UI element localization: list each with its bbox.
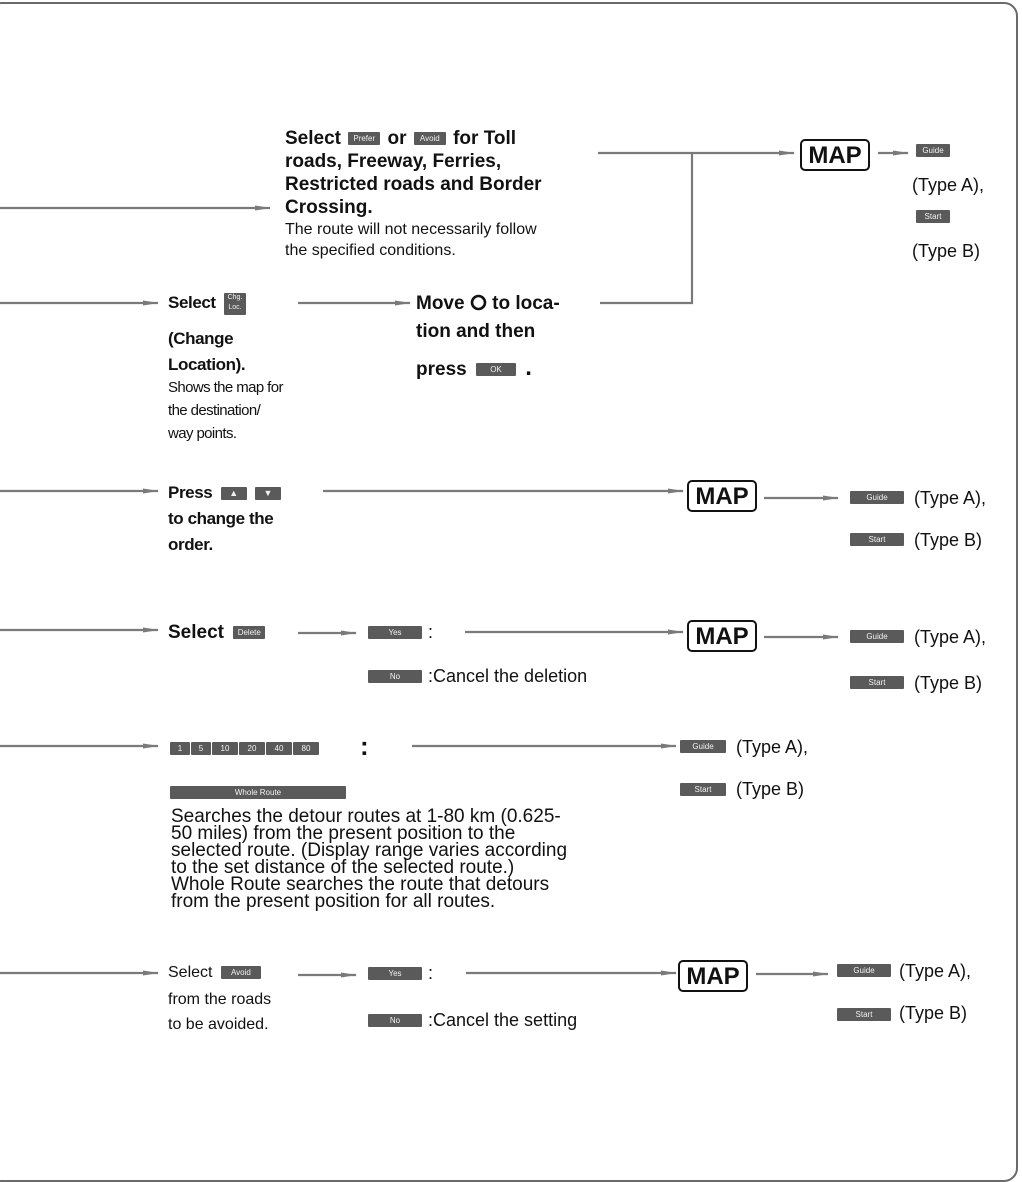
row1-select-text: Select [285, 128, 341, 149]
yes-button-6[interactable]: Yes [368, 967, 422, 980]
type-b-label-3: (Type B) [914, 530, 983, 550]
row5-desc-line3: selected route. (Display range varies ac… [171, 840, 568, 861]
start-button-4[interactable]: Start [850, 676, 904, 689]
row3-line2: to change the [168, 509, 274, 528]
period-text: . [525, 354, 532, 381]
row4-select-text: Select [168, 622, 224, 643]
whole-route-button[interactable]: Whole Route [170, 786, 346, 799]
row5-desc-line5: Whole Route searches the route that deto… [171, 874, 550, 895]
row1-heading-line2: roads, Freeway, Ferries, [285, 151, 502, 172]
up-arrow-button[interactable]: ▲ [220, 487, 247, 501]
start-button-3[interactable]: Start [850, 533, 904, 546]
prefer-button[interactable]: Prefer [348, 132, 381, 146]
map-button-1[interactable]: MAP [800, 139, 870, 171]
map-button-6[interactable]: MAP [678, 960, 748, 992]
row1-heading-line1: Select Prefer or Avoid for Toll [285, 128, 516, 149]
row2-note-line1: Shows the map for [168, 379, 283, 396]
type-a-label-4: (Type A), [914, 627, 987, 647]
row5-desc-line6: from the present position for all routes… [171, 891, 496, 912]
row2-select-line: Select Chg. Loc. [168, 290, 247, 316]
row6-select-text: Select [168, 964, 213, 981]
connector-row2-to-row1 [600, 153, 694, 305]
distance-80-button[interactable]: 80 [293, 742, 319, 756]
no-button-4[interactable]: No [368, 670, 422, 683]
row1-note-line2: the specified conditions. [285, 242, 456, 259]
distance-1-button[interactable]: 1 [170, 742, 190, 756]
type-a-label-3: (Type A), [914, 488, 987, 508]
distance-5-button[interactable]: 5 [191, 742, 211, 756]
row6-select-line: Select Avoid [168, 963, 261, 983]
row3-press-text: Press [168, 483, 213, 502]
row5-desc-line1: Searches the detour routes at 1-80 km (0… [171, 806, 561, 827]
row6-line3: to be avoided. [168, 1016, 269, 1033]
row2-move-line3: press OK . [416, 354, 532, 381]
row6-colon: : [428, 963, 434, 983]
row3-press-line: Press ▲ ▼ [168, 480, 281, 506]
row1-note-line1: The route will not necessarily follow [285, 221, 537, 238]
row2-move-line1: Move to loca- [416, 293, 560, 314]
no-button-6[interactable]: No [368, 1014, 422, 1027]
guide-button-3[interactable]: Guide [850, 491, 904, 504]
chg-label: Chg. [227, 293, 243, 301]
row1-or-text: or [387, 128, 407, 149]
row1-heading-line3: Restricted roads and Border [285, 174, 542, 195]
row2-select-text: Select [168, 293, 216, 312]
down-arrow-button[interactable]: ▼ [254, 487, 281, 501]
yes-button-4[interactable]: Yes [368, 626, 422, 639]
guide-button-4[interactable]: Guide [850, 630, 904, 643]
to-location-text: to loca- [492, 293, 560, 314]
press-text: press [416, 359, 467, 380]
row2-note-line3: way points. [168, 425, 237, 442]
avoid-road-button[interactable]: Avoid [220, 966, 261, 980]
row4-cancel-text: :Cancel the deletion [428, 666, 588, 686]
type-b-label-6: (Type B) [899, 1003, 968, 1023]
start-button-6[interactable]: Start [837, 1008, 891, 1021]
map-button-3[interactable]: MAP [687, 480, 757, 512]
start-button-5[interactable]: Start [680, 783, 726, 796]
row4-colon: : [428, 622, 434, 642]
distance-20-button[interactable]: 20 [239, 742, 265, 756]
guide-button-5[interactable]: Guide [680, 740, 726, 753]
row3-line3: order. [168, 535, 213, 554]
row5-desc-line2: 50 miles) from the present position to t… [171, 823, 516, 844]
row2-location-text: Location). [168, 355, 246, 374]
row2-change-text: (Change [168, 329, 234, 348]
row4-select-line: Select Delete [168, 622, 266, 643]
row2-move-line2: tion and then [416, 321, 536, 342]
row1-for-toll-text: for Toll [453, 128, 517, 149]
avoid-button[interactable]: Avoid [413, 132, 446, 146]
distance-10-button[interactable]: 10 [212, 742, 238, 756]
type-a-label-5: (Type A), [736, 737, 809, 757]
guide-button-1[interactable]: Guide [916, 144, 950, 157]
delete-button[interactable]: Delete [233, 626, 266, 640]
loc-label: Loc. [228, 303, 242, 311]
circle-cursor-icon [470, 294, 487, 311]
start-button-1[interactable]: Start [916, 210, 950, 223]
row5-colon: : [360, 731, 369, 761]
up-arrow-icon: ▲ [229, 488, 239, 499]
distance-40-button[interactable]: 40 [266, 742, 292, 756]
row2-note-line2: the destination/ [168, 402, 261, 419]
type-a-label-1: (Type A), [912, 175, 985, 195]
type-b-label-1: (Type B) [912, 241, 981, 261]
down-arrow-icon: ▼ [263, 488, 273, 499]
move-text: Move [416, 293, 465, 314]
map-button-4[interactable]: MAP [687, 620, 757, 652]
ok-button[interactable]: OK [475, 363, 516, 377]
type-b-label-4: (Type B) [914, 673, 983, 693]
row1-heading-line4: Crossing. [285, 197, 373, 218]
row5-desc-line4: to the set distance of the selected rout… [171, 857, 515, 878]
row6-line2: from the roads [168, 991, 272, 1008]
row5-description: Searches the detour routes at 1-80 km (0… [171, 806, 568, 912]
guide-button-6[interactable]: Guide [837, 964, 891, 977]
type-a-label-6: (Type A), [899, 961, 972, 981]
row6-cancel-text: :Cancel the setting [428, 1010, 578, 1030]
type-b-label-5: (Type B) [736, 779, 805, 799]
change-location-button[interactable]: Chg. Loc. [224, 292, 247, 315]
